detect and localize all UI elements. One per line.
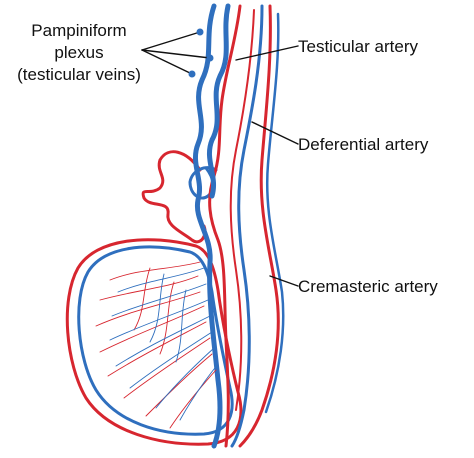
testicular-artery-vessel [208,4,242,448]
pampiniform-vein-2 [206,3,231,199]
leader-lines [141,31,299,287]
label-testicular-artery: Testicular artery [298,37,418,56]
leader-pampiniform-3 [141,49,211,59]
label-pampiniform-line2: plexus [54,43,104,62]
leader-dot-pampiniform-1 [196,28,204,36]
leader-pampiniform-1 [141,31,201,51]
leader-cremasteric [269,275,299,287]
intratesticular-veins [109,267,219,421]
leader-dot-pampiniform-2 [188,70,196,78]
leader-testicular [235,45,299,61]
label-cremasteric-artery: Cremasteric artery [298,277,438,296]
cremasteric-vein-vessel [264,12,285,414]
label-pampiniform-plexus: Pampiniform plexus (testicular veins) [4,20,154,86]
label-pampiniform-line1: Pampiniform [31,21,127,40]
deferential-vessel-artery [229,9,255,411]
leader-dot-pampiniform-3 [206,54,214,62]
intratesticular-arteries [95,261,217,429]
leader-deferential [251,121,299,145]
testis-outline-vein [77,245,234,436]
leader-dots [188,28,214,78]
deferential-vessel-vein [230,4,264,448]
label-deferential-artery: Deferential artery [298,135,429,154]
leader-pampiniform-2 [141,49,193,75]
pampiniform-vein-1 [192,3,223,449]
testis-outline-artery [65,238,243,446]
label-pampiniform-line3: (testicular veins) [17,65,141,84]
epididymis-artery [141,150,207,244]
cremasteric-artery-vessel [238,4,280,448]
